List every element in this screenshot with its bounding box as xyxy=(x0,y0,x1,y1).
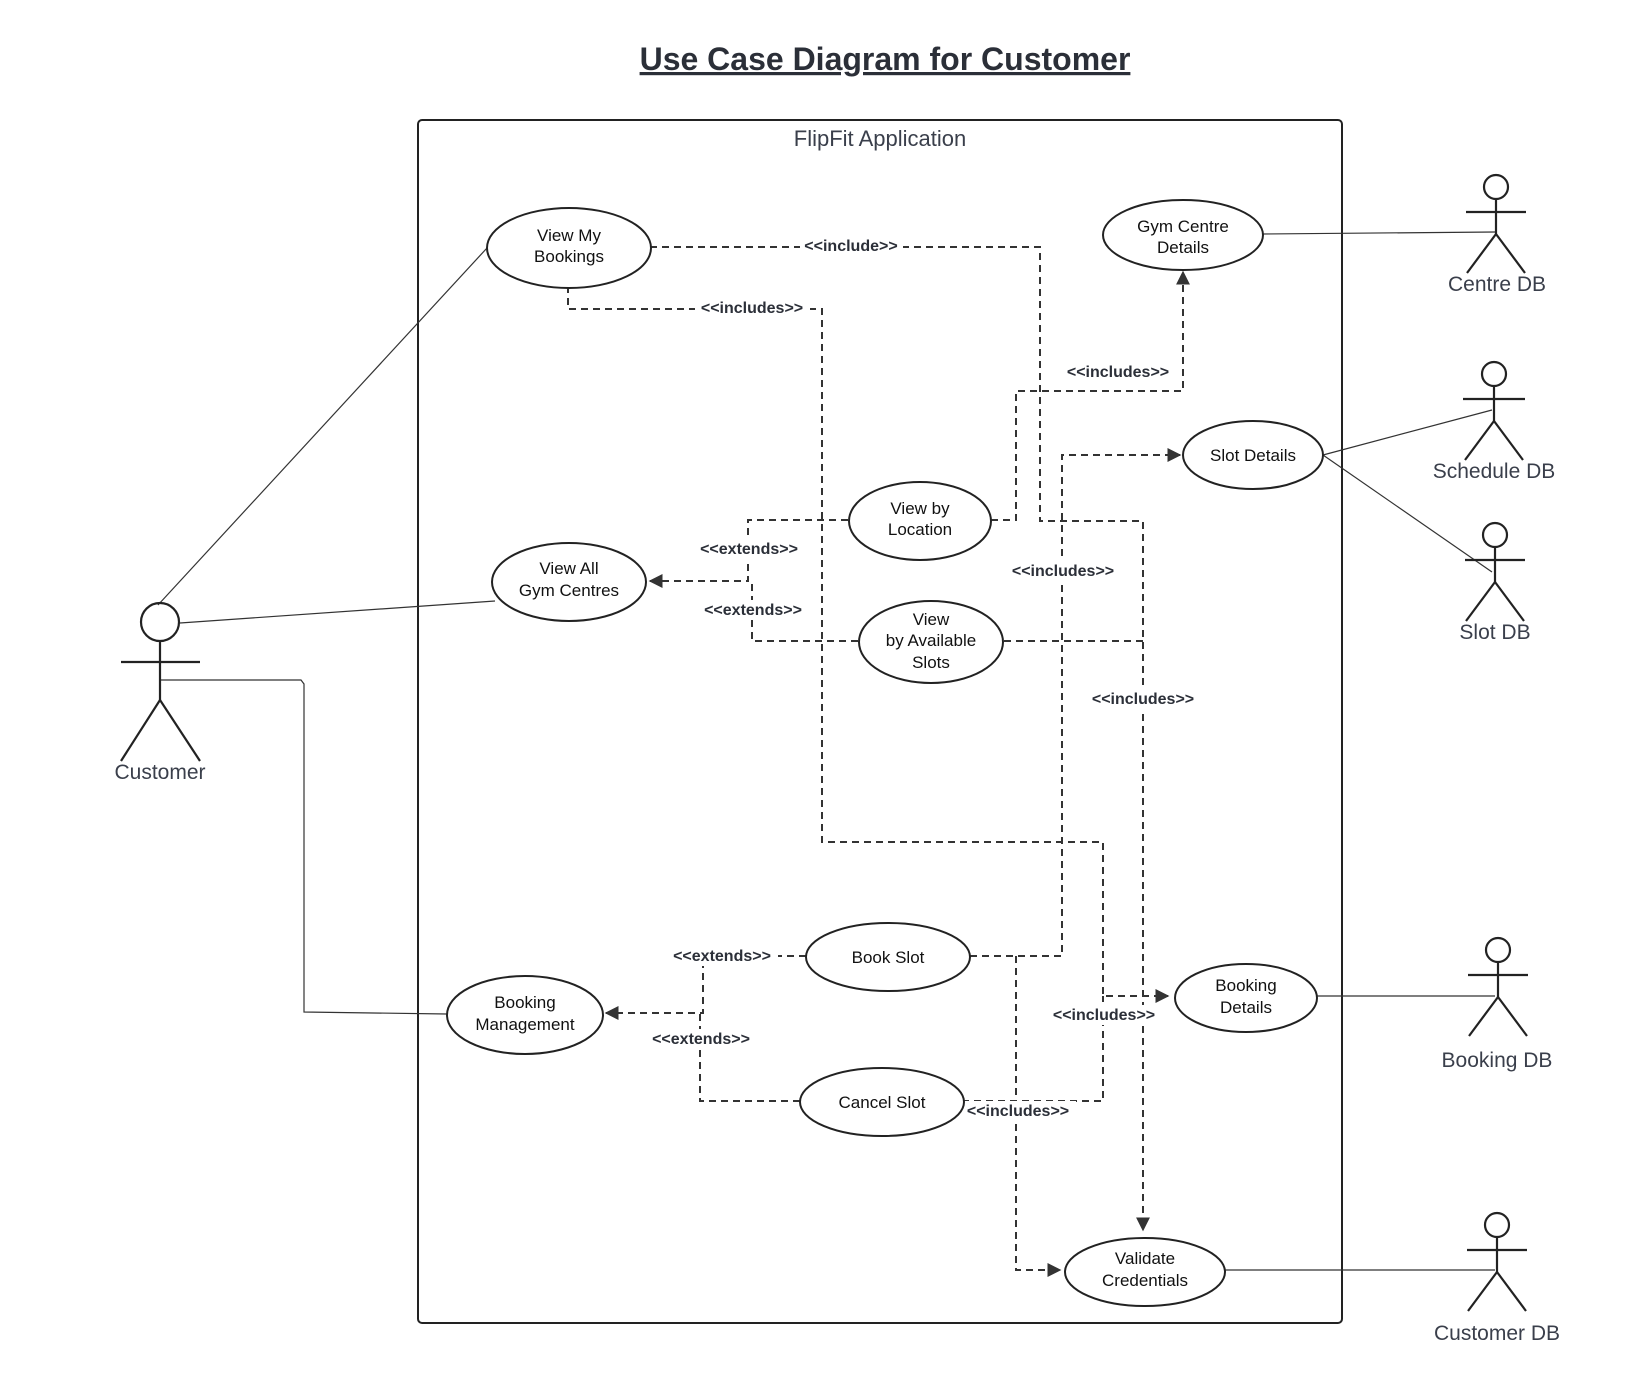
assoc-slot-details-slot-db xyxy=(1322,454,1493,573)
svg-text:Management: Management xyxy=(475,1015,575,1034)
assoc-slot-details-schedule-db xyxy=(1322,409,1493,456)
svg-text:Cancel Slot: Cancel Slot xyxy=(839,1093,926,1112)
dep-cancel-slot-includes xyxy=(962,996,1104,1102)
label-includes-5: <<includes>> xyxy=(1053,1007,1155,1024)
svg-text:Booking: Booking xyxy=(1215,976,1276,995)
svg-text:Details: Details xyxy=(1157,238,1209,257)
label-extends-4: <<extends>> xyxy=(652,1031,750,1048)
svg-text:Gym Centres: Gym Centres xyxy=(519,581,619,600)
actor-label-customer: Customer xyxy=(114,761,205,784)
actor-booking-db[interactable]: Booking DB xyxy=(1442,936,1553,1072)
svg-text:View: View xyxy=(913,610,950,629)
use-case-view-my-bookings[interactable]: View My Bookings xyxy=(486,207,652,289)
dep-view-my-bookings-includes xyxy=(567,286,1170,1003)
dep-book-slot-includes-validate xyxy=(1015,956,1062,1277)
svg-text:by Available: by Available xyxy=(886,631,976,650)
system-name: FlipFit Application xyxy=(794,126,966,151)
label-includes-1: <<includes>> xyxy=(701,300,803,317)
svg-text:Slot Details: Slot Details xyxy=(1210,446,1296,465)
use-case-slot-details[interactable]: Slot Details xyxy=(1182,420,1324,490)
assoc-gym-centre-details-centre-db xyxy=(1261,231,1496,235)
assoc-customer-booking-management xyxy=(160,679,448,1015)
actor-head-icon xyxy=(139,601,181,643)
diagram-title: Use Case Diagram for Customer xyxy=(640,41,1131,77)
actor-label-schedule-db: Schedule DB xyxy=(1433,460,1556,483)
use-case-view-all-gym-centres[interactable]: View All Gym Centres xyxy=(491,542,647,622)
system-boundary xyxy=(417,119,1343,1324)
svg-text:Credentials: Credentials xyxy=(1102,1271,1188,1290)
use-case-booking-details[interactable]: Booking Details xyxy=(1174,963,1318,1033)
svg-text:View by: View by xyxy=(890,499,950,518)
use-case-booking-management[interactable]: Booking Management xyxy=(446,975,604,1055)
assoc-customer-view-my-bookings xyxy=(157,247,488,606)
dep-book-slot-includes-slot-details xyxy=(970,448,1182,957)
actor-customer[interactable]: Customer xyxy=(114,601,206,784)
svg-text:Booking: Booking xyxy=(494,993,555,1012)
svg-text:Details: Details xyxy=(1220,998,1272,1017)
actor-label-slot-db: Slot DB xyxy=(1459,621,1530,644)
dep-cancel-slot-extends xyxy=(699,1013,800,1102)
actor-label-centre-db: Centre DB xyxy=(1448,273,1546,296)
svg-text:View All: View All xyxy=(539,559,598,578)
label-includes-6: <<includes>> xyxy=(967,1103,1069,1120)
svg-text:Slots: Slots xyxy=(912,653,950,672)
actor-slot-db[interactable]: Slot DB xyxy=(1459,521,1531,644)
dep-view-by-location-extends xyxy=(648,519,848,588)
label-includes-4: <<includes>> xyxy=(1092,691,1194,708)
actor-schedule-db[interactable]: Schedule DB xyxy=(1433,360,1556,483)
use-case-view-by-available-slots[interactable]: View by Available Slots xyxy=(858,600,1004,684)
dep-view-by-location-includes xyxy=(991,270,1190,521)
use-case-book-slot[interactable]: Book Slot xyxy=(805,922,971,992)
label-includes-3: <<includes>> xyxy=(1012,563,1114,580)
svg-text:Location: Location xyxy=(888,520,952,539)
svg-text:Book Slot: Book Slot xyxy=(852,948,925,967)
associations xyxy=(157,231,1496,1271)
assoc-customer-view-all-gym-centres xyxy=(179,600,496,624)
actor-centre-db[interactable]: Centre DB xyxy=(1448,173,1546,296)
actor-customer-db[interactable]: Customer DB xyxy=(1434,1211,1560,1345)
use-case-gym-centre-details[interactable]: Gym Centre Details xyxy=(1102,199,1264,271)
svg-text:Gym Centre: Gym Centre xyxy=(1137,217,1229,236)
label-extends-3: <<extends>> xyxy=(673,948,771,965)
svg-text:View My: View My xyxy=(537,226,601,245)
svg-text:Validate: Validate xyxy=(1115,1249,1175,1268)
use-case-validate-credentials[interactable]: Validate Credentials xyxy=(1064,1237,1226,1307)
use-case-cancel-slot[interactable]: Cancel Slot xyxy=(799,1067,965,1137)
label-includes-2: <<includes>> xyxy=(1067,364,1169,381)
label-extends-1: <<extends>> xyxy=(700,541,798,558)
actor-label-booking-db: Booking DB xyxy=(1442,1049,1553,1072)
use-case-view-by-location[interactable]: View by Location xyxy=(848,481,992,561)
relationship-labels: <<include>> <<includes>> <<includes>> <<… xyxy=(645,236,1201,1121)
svg-text:Bookings: Bookings xyxy=(534,247,604,266)
actor-label-customer-db: Customer DB xyxy=(1434,1322,1560,1345)
dep-view-my-bookings-include xyxy=(650,246,1150,1232)
label-extends-2: <<extends>> xyxy=(704,602,802,619)
label-include: <<include>> xyxy=(804,238,897,255)
